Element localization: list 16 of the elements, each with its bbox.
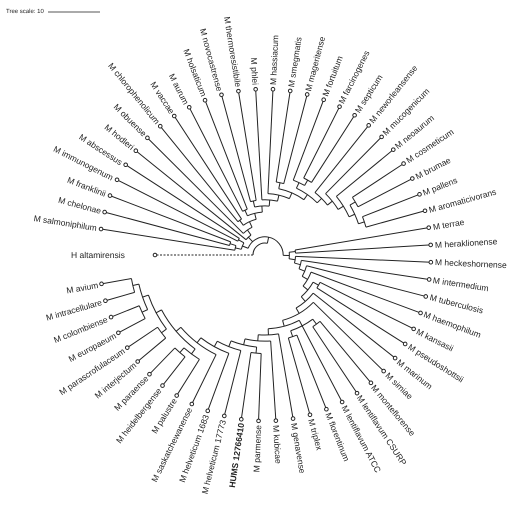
taxon-label: M heckeshornense (434, 257, 507, 270)
taxon-label: M intermedium (432, 275, 490, 294)
taxon-label: M genavense (288, 422, 308, 474)
taxon-label: HUMS 12766410 (226, 422, 246, 489)
taxon-label: M hassiacum (268, 34, 281, 86)
taxon-label: M salmoniphilum (33, 213, 98, 234)
taxon-label: M terrae (432, 216, 465, 232)
taxon-label: M kubicae (271, 424, 284, 464)
taxon-label: M smegmatis (286, 36, 304, 88)
taxon-label: H altamirensis (71, 250, 125, 260)
taxon-label: M heraklionense (434, 236, 498, 250)
taxon-label: M avium (65, 280, 99, 296)
taxon-label: M parmense (252, 424, 264, 472)
taxon-label: M triplex (306, 417, 325, 451)
taxon-label: M phlei (249, 58, 261, 86)
taxon-label: M chelonae (56, 194, 102, 216)
